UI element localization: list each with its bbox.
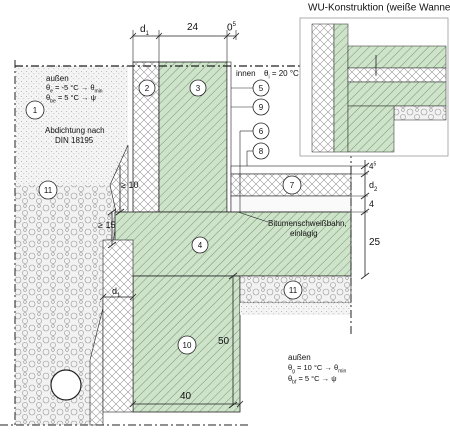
floor-leveling-layer	[230, 195, 352, 213]
label-abdichtung: Abdichtung nach	[45, 126, 105, 135]
strip-foundation	[132, 275, 241, 413]
label-theta-be: θbe = 5 °C → ψ	[46, 93, 96, 105]
dim-25: 25	[369, 237, 381, 248]
dim-4: 4	[369, 199, 375, 209]
label-theta-e: θe = -5 °C → θmin	[46, 83, 103, 95]
label-theta-i: θi = 20 °C	[264, 69, 299, 81]
svg-text:9: 9	[259, 103, 264, 112]
dim-40: 40	[180, 391, 192, 402]
label-din: DIN 18195	[55, 136, 94, 145]
svg-text:1: 1	[33, 106, 38, 115]
svg-text:8: 8	[259, 147, 264, 156]
svg-text:4: 4	[198, 241, 203, 250]
dim-d1-top: d1	[140, 24, 149, 37]
dim-45: 45	[369, 161, 377, 171]
base-slab	[114, 211, 352, 277]
inset-title: WU-Konstruktion (weiße Wanne)5)	[308, 2, 450, 14]
marker-circles	[25, 79, 303, 355]
gravel-fill-left	[15, 160, 120, 425]
svg-text:11: 11	[289, 286, 298, 295]
inset-wu-drawing	[299, 17, 449, 157]
interior-plaster	[226, 61, 232, 213]
soil-under-slab	[240, 303, 351, 315]
drainage-pipe	[50, 369, 82, 401]
marker-numbers: 1 2 3 4 5 6 7 8 9 10 11 11	[33, 84, 298, 350]
svg-text:10: 10	[183, 341, 192, 350]
outdoor-soil	[15, 66, 128, 185]
label-theta-g: θg = 10 °C → θmin	[288, 363, 347, 375]
label-innen: innen	[236, 69, 256, 78]
floor-screed	[230, 165, 352, 175]
svg-text:5: 5	[259, 84, 264, 93]
label-aussen-bottom: außen	[288, 353, 311, 362]
dim-24: 24	[187, 22, 199, 33]
dim-d2: d2	[369, 180, 378, 193]
dim-05: 05	[227, 22, 236, 34]
label-bitumen: Bitumenschweißbahn,	[268, 219, 347, 228]
dim-ge-10: ≥ 10	[121, 180, 139, 190]
foundation-insulation	[102, 239, 134, 413]
label-aussen-top: außen	[46, 74, 69, 83]
dim-50: 50	[218, 336, 230, 347]
label-einlagig: einlagig	[290, 229, 318, 238]
dim-ge-15: ≥ 15	[98, 220, 116, 230]
svg-text:2: 2	[145, 84, 150, 93]
svg-text:11: 11	[44, 186, 53, 195]
svg-text:3: 3	[196, 84, 201, 93]
label-theta-bf: θbf = 5 °C → ψ	[288, 374, 337, 386]
svg-text:6: 6	[259, 127, 264, 136]
svg-text:7: 7	[290, 181, 295, 190]
dim-d1-lower: d1	[112, 286, 121, 299]
